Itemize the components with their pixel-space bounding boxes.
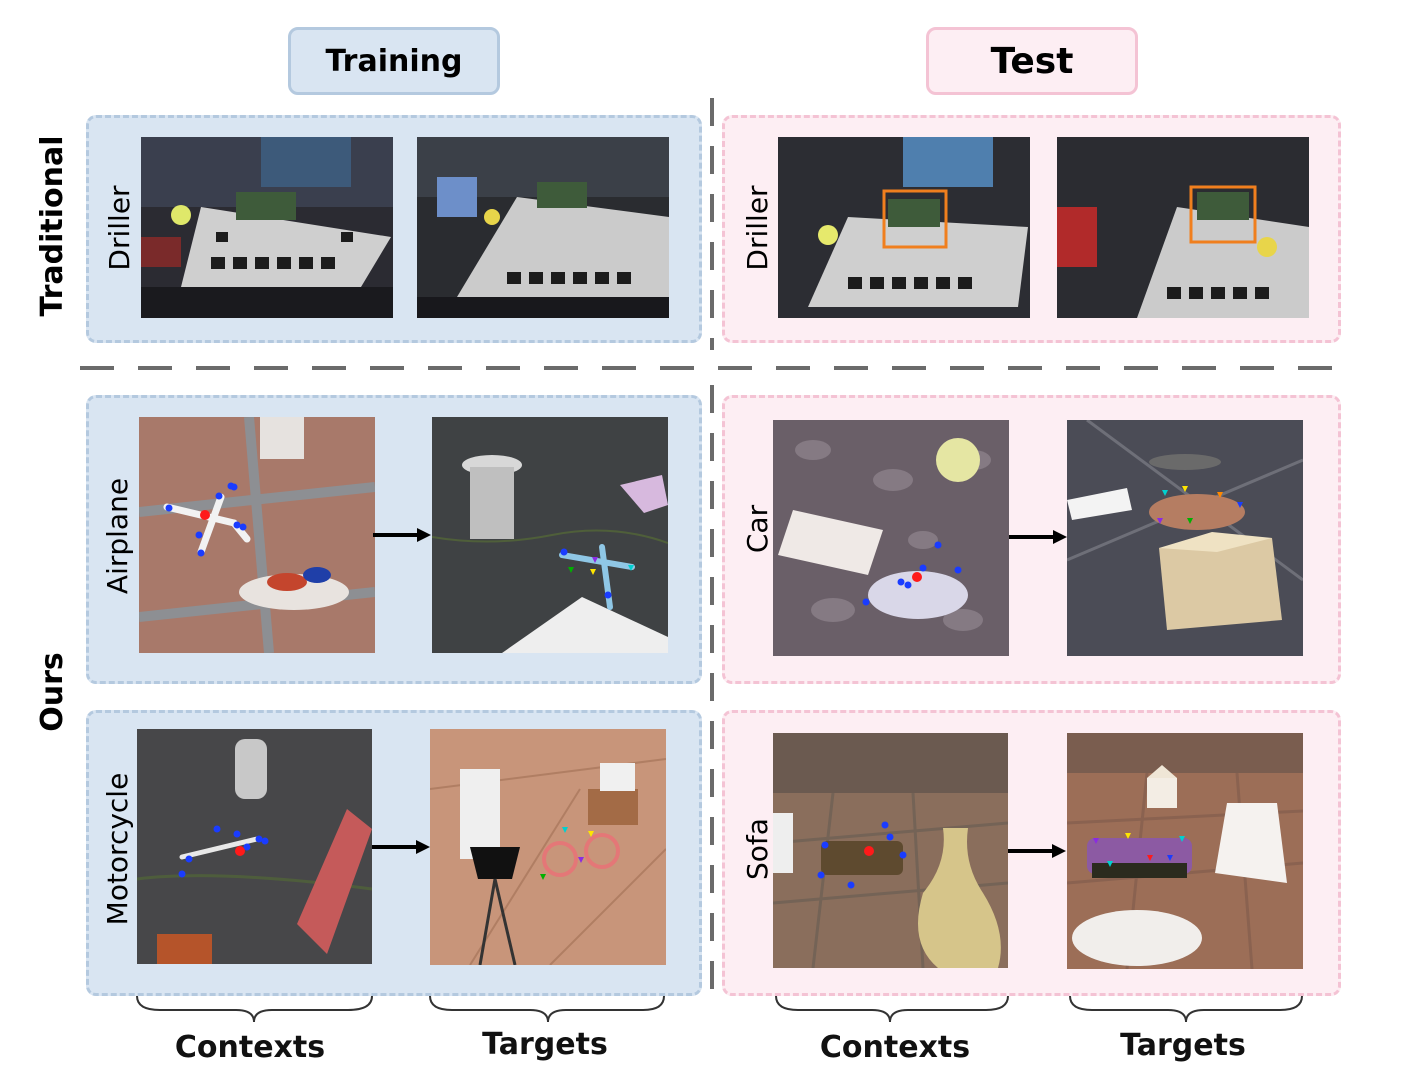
car-context-image: [773, 420, 1009, 656]
caption-test-targets: Targets: [1120, 1028, 1246, 1063]
panel-label-airplane: Airplane: [101, 477, 134, 595]
test-header-label: Test: [990, 40, 1074, 82]
airplane-target-image: [432, 417, 668, 653]
driller-test-image-1: [778, 137, 1030, 318]
driller-scene-image-1: [141, 137, 393, 318]
caption-train-contexts: Contexts: [174, 1030, 326, 1065]
car-target-image: [1067, 420, 1303, 656]
arrow-motorcycle: [372, 840, 430, 854]
driller-scene-image-2: [417, 137, 669, 318]
braces: [136, 995, 1303, 1023]
training-header: Training: [288, 27, 500, 95]
panel-label-driller-test: Driller: [741, 185, 774, 271]
motorcycle-context-image: [137, 729, 372, 964]
panel-label-motorcycle: Motorcycle: [101, 772, 134, 926]
panel-label-sofa: Sofa: [741, 818, 774, 880]
arrow-sofa: [1008, 844, 1066, 858]
panel-label-car: Car: [741, 504, 774, 554]
training-header-label: Training: [325, 43, 463, 79]
motorcycle-target-image: [430, 729, 666, 965]
arrow-airplane: [373, 528, 431, 542]
panel-label-driller-train: Driller: [103, 185, 136, 271]
test-header: Test: [926, 27, 1138, 95]
caption-test-contexts: Contexts: [819, 1030, 971, 1065]
sofa-target-image: [1067, 733, 1303, 969]
driller-test-image-2: [1057, 137, 1309, 318]
airplane-context-image: [139, 417, 375, 653]
caption-train-targets: Targets: [482, 1027, 608, 1062]
arrow-car: [1009, 530, 1067, 544]
sofa-context-image: [773, 733, 1008, 968]
